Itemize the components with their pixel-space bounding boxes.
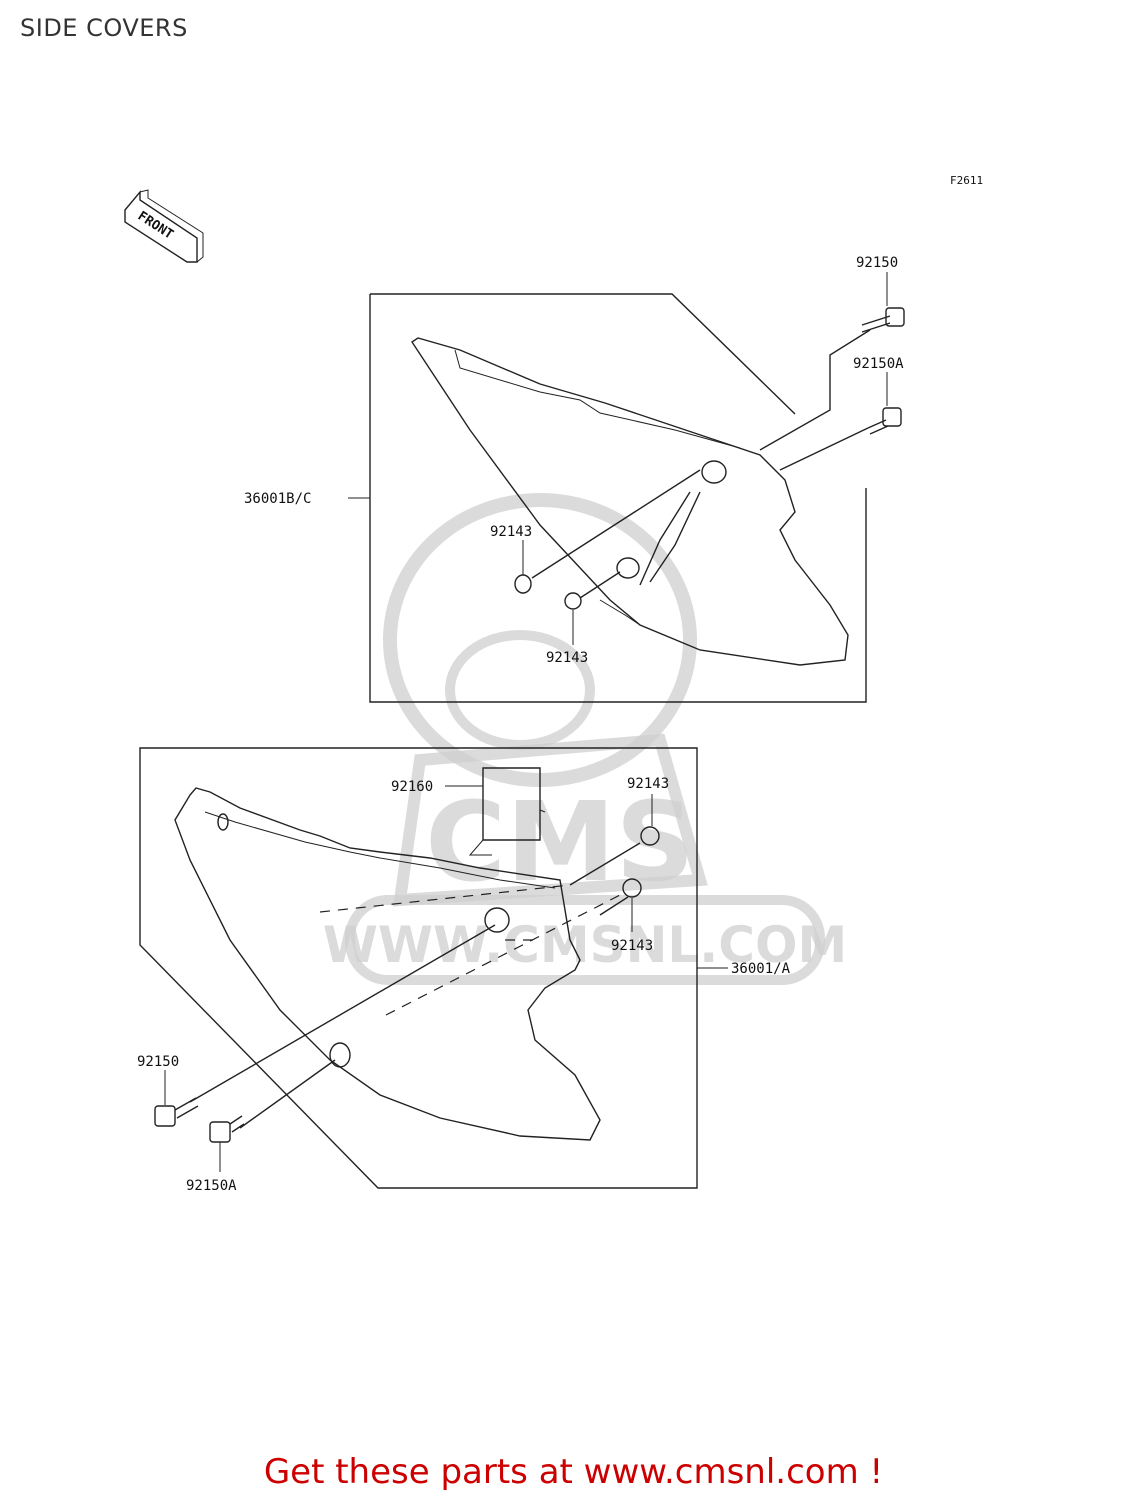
pad-92160 <box>482 767 541 841</box>
watermark-logo: CMS WWW.CMSNL.COM <box>323 493 848 985</box>
grommet-upper-1 <box>514 574 532 594</box>
watermark-logo-text: CMS <box>425 778 694 906</box>
lower-side-cover <box>174 787 601 1141</box>
label-92150-lower: 92150 <box>137 1054 179 1070</box>
label-92150A-upper: 92150A <box>853 356 904 372</box>
label-92150-upper: 92150 <box>856 255 898 271</box>
cta-link[interactable]: Get these parts at www.cmsnl.com ! <box>263 1452 884 1492</box>
front-label: FRONT <box>135 209 176 243</box>
label-36001B-C: 36001B/C <box>244 491 311 507</box>
figure-ref: F2611 <box>950 174 983 187</box>
lower-cover-group <box>139 747 728 1189</box>
label-92143-upper-2: 92143 <box>546 650 588 666</box>
upper-side-cover <box>411 337 849 666</box>
label-92143-upper-1: 92143 <box>490 524 532 540</box>
upper-cover-group <box>348 272 905 703</box>
label-92150A-lower: 92150A <box>186 1178 237 1194</box>
bolt-upper-a <box>861 307 905 333</box>
front-direction-arrow: FRONT <box>124 189 204 263</box>
label-36001-A: 36001/A <box>731 961 791 977</box>
cta-banner: Get these parts at www.cmsnl.com ! <box>0 1452 1147 1492</box>
bolt-lower-b <box>209 1115 245 1143</box>
exploded-parts-diagram: CMS WWW.CMSNL.COM F2611 FRONT <box>124 174 983 1194</box>
label-92143-lower-2: 92143 <box>611 938 653 954</box>
bolt-upper-b <box>867 407 902 435</box>
bolt-lower-a <box>154 1097 199 1127</box>
grommet-upper-2 <box>564 592 582 610</box>
label-92143-lower-1: 92143 <box>627 776 669 792</box>
label-92160: 92160 <box>391 779 433 795</box>
watermark-url: WWW.CMSNL.COM <box>323 916 848 974</box>
page-title: SIDE COVERS <box>20 14 188 42</box>
grommet-lower-1 <box>640 826 660 846</box>
grommet-lower-2 <box>622 878 642 898</box>
